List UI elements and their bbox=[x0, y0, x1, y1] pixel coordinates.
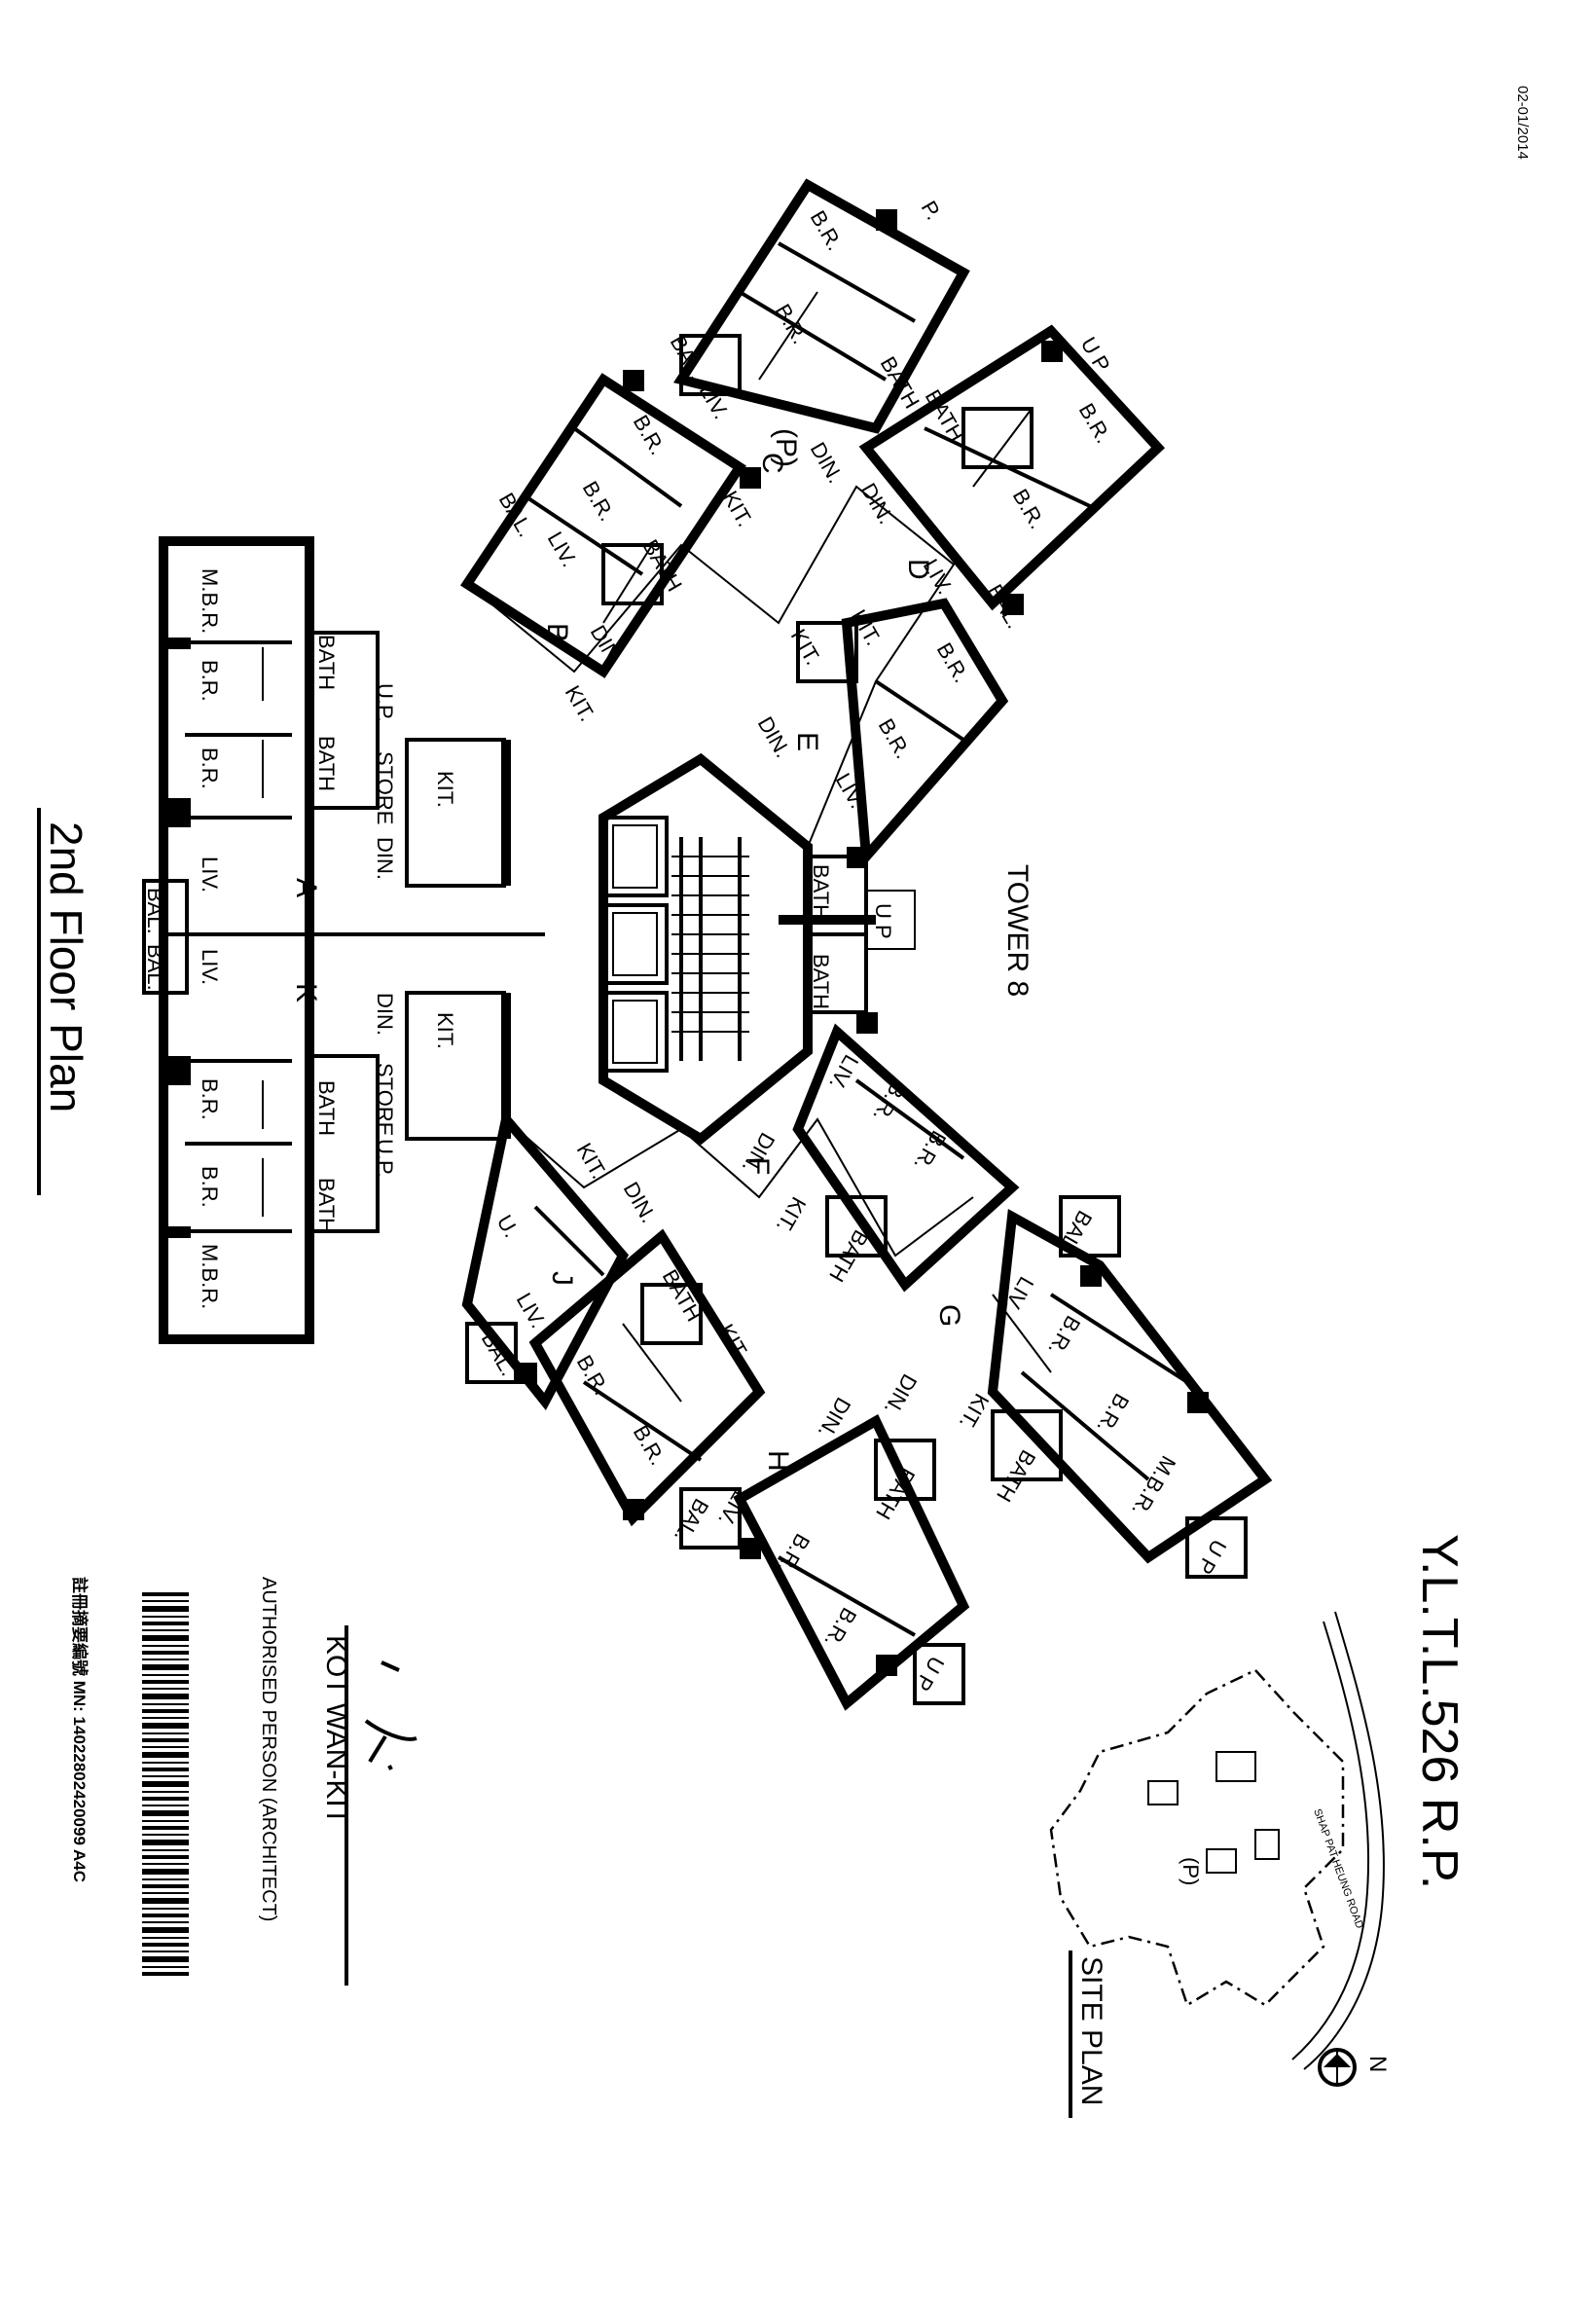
lot-title: Y.L.T.L.526 R.P. bbox=[1411, 1534, 1468, 1889]
unit-label-b: B bbox=[541, 623, 573, 642]
barcode: 註冊摘要編號 MN: 14022802420099 A4C bbox=[70, 1577, 189, 1976]
floor-title: 2nd Floor Plan bbox=[37, 808, 91, 1195]
corridor-outline bbox=[466, 485, 956, 848]
barcode-text: 註冊摘要編號 MN: 14022802420099 A4C bbox=[70, 1577, 90, 1882]
room-label: STORE bbox=[373, 751, 397, 824]
room-label: KIT. bbox=[955, 1390, 995, 1434]
wing-d-e bbox=[796, 324, 1166, 869]
room-label: B.R. bbox=[578, 477, 620, 526]
room-label: B.R. bbox=[1092, 1390, 1134, 1439]
room-label: DIN. bbox=[753, 712, 796, 762]
room-label: LIV. bbox=[543, 528, 582, 571]
road-name: SHAP PAT HEUNG ROAD bbox=[1311, 1807, 1365, 1930]
date-stamp: 02-01/2014 bbox=[1514, 86, 1531, 160]
room-label: B.R. bbox=[629, 1421, 671, 1470]
unit-label-d: D bbox=[902, 559, 934, 580]
room-label: B.R. bbox=[1043, 1312, 1085, 1361]
room-label: M.B.R. bbox=[198, 568, 222, 634]
room-label: BATH bbox=[809, 954, 833, 1009]
room-label: B.R. bbox=[198, 1166, 222, 1208]
common-marker: (P) bbox=[770, 428, 802, 467]
room-label: B.R. bbox=[806, 206, 848, 255]
room-label: U. bbox=[492, 1211, 525, 1242]
room-label: B.R. bbox=[771, 300, 813, 348]
room-label: B.R. bbox=[198, 747, 222, 789]
room-label: U P bbox=[1192, 1536, 1231, 1579]
tower-label: TOWER 8 bbox=[1001, 864, 1034, 997]
room-label: M.B.R. bbox=[198, 1244, 222, 1309]
room-label: DIN. bbox=[880, 1370, 923, 1420]
unit-label-a: A bbox=[290, 878, 322, 897]
signature-block: KOT WAN-KIT AUTHORISED PERSON (ARCHITECT… bbox=[258, 1577, 417, 1986]
signature-mark bbox=[364, 1660, 417, 1770]
central-core bbox=[496, 752, 916, 1146]
room-label: DIN. bbox=[806, 438, 849, 488]
room-label: U P bbox=[871, 903, 895, 939]
floor-title-text: 2nd Floor Plan bbox=[41, 821, 91, 1112]
room-label: LIV. bbox=[198, 857, 222, 893]
room-label: BAL. bbox=[670, 1495, 714, 1548]
room-label: KIT. bbox=[433, 771, 457, 808]
room-label: KIT. bbox=[561, 681, 600, 725]
room-label: STORE bbox=[373, 1063, 397, 1136]
site-plan-label: SITE PLAN bbox=[1075, 1956, 1107, 2105]
room-label: BATH bbox=[314, 1080, 339, 1136]
room-label: B.R. bbox=[1008, 485, 1050, 533]
room-label: M.B.R. bbox=[1127, 1452, 1180, 1521]
unit-label-e: E bbox=[791, 732, 823, 751]
room-label: KIT. bbox=[572, 1139, 612, 1183]
unit-label-k: K bbox=[290, 983, 322, 1003]
room-label: KIT. bbox=[786, 625, 826, 669]
site-plan: (P) SHAP PAT HEUNG ROAD SITE PLAN bbox=[1049, 1611, 1385, 2118]
room-label: B.R. bbox=[874, 714, 916, 763]
room-label: KIT. bbox=[433, 1012, 457, 1049]
room-label: BAL. bbox=[143, 888, 167, 934]
room-label: BATH bbox=[314, 635, 339, 690]
wing-f-g bbox=[792, 1012, 1273, 1579]
room-label: U.P. bbox=[373, 683, 397, 722]
site-plan-marker: (P) bbox=[1179, 1857, 1203, 1885]
unit-labels: A B C D E F G H J K (P) bbox=[290, 428, 965, 1472]
unit-label-f: F bbox=[743, 1157, 775, 1175]
room-label: BATH bbox=[809, 864, 833, 920]
unit-label-c: C bbox=[756, 453, 788, 474]
room-label: B.R. bbox=[819, 1604, 861, 1653]
signatory-role: AUTHORISED PERSON (ARCHITECT) bbox=[258, 1577, 279, 1921]
room-label: DIN. bbox=[373, 837, 397, 880]
room-label: B.R. bbox=[198, 1078, 222, 1120]
room-label: DIN. bbox=[373, 993, 397, 1036]
room-label: KIT. bbox=[772, 1193, 812, 1237]
room-label: BATH bbox=[314, 1178, 339, 1233]
room-label: B.R. bbox=[572, 1351, 614, 1400]
north-label: N bbox=[1364, 2056, 1391, 2072]
room-label: BATH bbox=[314, 736, 339, 791]
unit-label-j: J bbox=[546, 1271, 578, 1286]
room-label: P. bbox=[917, 197, 947, 224]
unit-label-g: G bbox=[933, 1304, 965, 1327]
room-label: BATH bbox=[992, 1446, 1040, 1507]
room-label: BAL. bbox=[143, 944, 167, 991]
north-arrow: N bbox=[1318, 2048, 1391, 2087]
room-label: DIN. bbox=[619, 1178, 662, 1227]
corridor-outline-lower bbox=[505, 1117, 974, 1258]
room-label: B.R. bbox=[1074, 399, 1116, 448]
wing-h-j bbox=[461, 1109, 970, 1711]
room-label: LIV. bbox=[198, 949, 222, 985]
wing-b-c bbox=[460, 178, 970, 678]
unit-label-h: H bbox=[762, 1450, 794, 1472]
room-label: U.P. bbox=[373, 1139, 397, 1178]
room-label: B.R. bbox=[198, 660, 222, 702]
